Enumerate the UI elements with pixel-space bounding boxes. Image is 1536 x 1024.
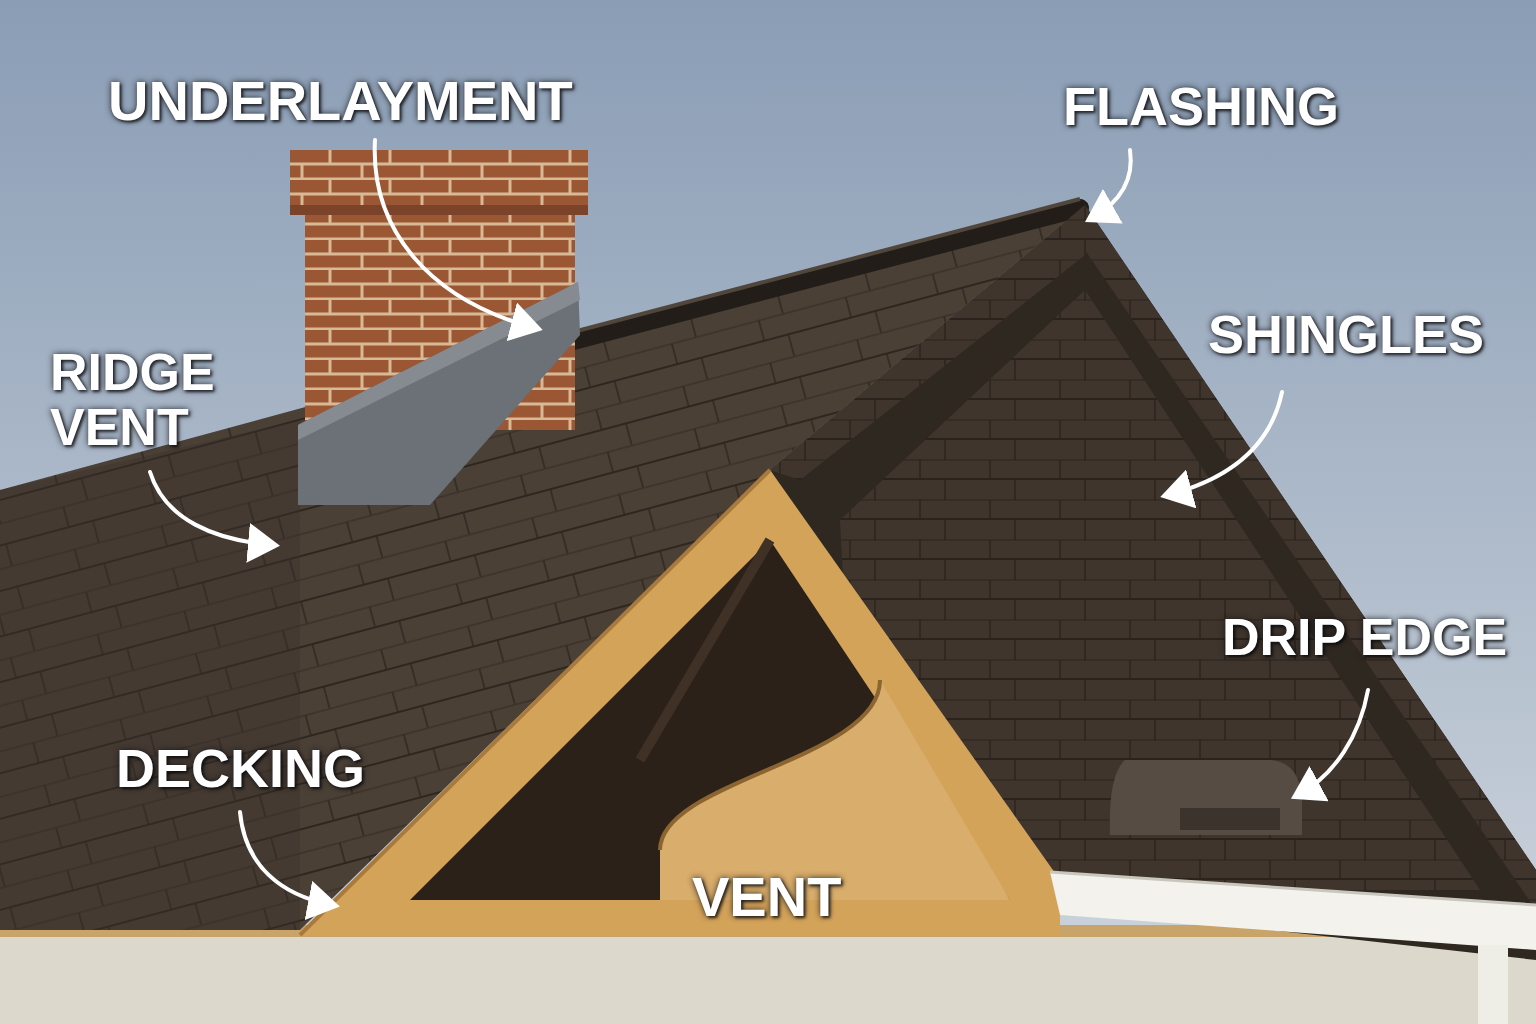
part-label: UNDERLAYMENT xyxy=(108,72,573,131)
part-label: SHINGLES xyxy=(1208,306,1484,363)
part-label: FLASHING xyxy=(1063,78,1339,135)
part-label: VENT xyxy=(692,868,841,927)
part-label: RIDGE VENT xyxy=(50,345,250,454)
part-label: DECKING xyxy=(116,740,365,797)
part-label: DRIP EDGE xyxy=(1222,610,1507,665)
